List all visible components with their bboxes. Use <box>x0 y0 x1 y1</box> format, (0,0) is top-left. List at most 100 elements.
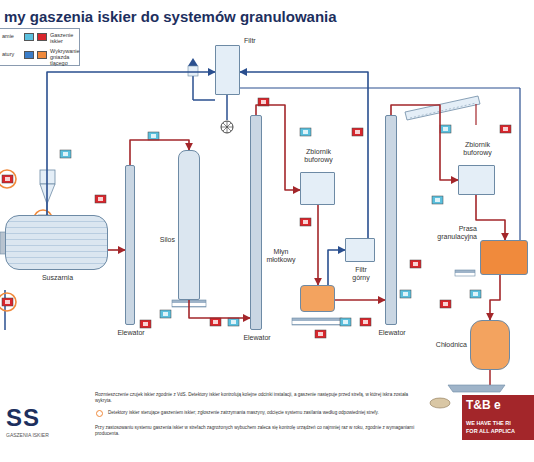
spark-device-icon <box>440 300 451 308</box>
legend-swatch <box>37 51 47 59</box>
spark-device-icon <box>210 318 221 326</box>
spark-device-icon <box>400 290 411 298</box>
spark-device-window <box>5 300 10 304</box>
equipment-label: Prasa granulacyjna <box>427 225 477 241</box>
spark-device-window <box>443 127 448 131</box>
spark-device-icon <box>60 150 71 158</box>
equipment-label: Elewator <box>367 329 417 337</box>
material-flow-connector <box>189 300 250 318</box>
spark-device-window <box>98 197 103 201</box>
material-flow-connector <box>391 105 458 180</box>
legend-swatch <box>37 33 47 41</box>
screw-conveyor <box>172 270 475 325</box>
spark-device-icon <box>2 175 13 183</box>
equipment-label: Chłodnica <box>421 341 467 349</box>
spark-device-icon <box>360 318 371 326</box>
note-text: Detektory iskier sterujące gaszeniem isk… <box>108 410 425 416</box>
material-flow-connector <box>490 275 500 320</box>
material-flow-connector <box>256 105 300 190</box>
spark-device-window <box>5 177 10 181</box>
spark-device-window <box>261 100 266 104</box>
equipment-box: Zbiornik buforowy <box>300 172 335 205</box>
equipment-label: Suszarnia <box>6 274 109 282</box>
spark-device-window <box>343 320 348 324</box>
equipment-label: Elewator <box>106 329 156 337</box>
spark-device-icon <box>160 310 171 318</box>
spark-device-icon <box>300 218 311 226</box>
spark-device-window <box>63 152 68 156</box>
spark-device-window <box>151 134 156 138</box>
diagram-title: my gaszenia iskier do systemów granulowa… <box>4 8 337 25</box>
spark-device-icon <box>95 195 106 203</box>
spark-device-window <box>443 302 448 306</box>
spark-device-icon <box>470 290 481 298</box>
spark-device-window <box>318 332 323 336</box>
equipment-label: Filtr górny <box>346 266 376 282</box>
alarm-ring <box>0 293 16 311</box>
spark-device-icon <box>228 318 239 326</box>
equipment-label: Silos <box>145 236 175 244</box>
note-text: Rozmieszczenie czujek iskier zgodnie z V… <box>95 392 425 403</box>
spark-device-window <box>163 312 168 316</box>
legend-swatch <box>24 51 34 59</box>
equipment-box: Chłodnica <box>470 320 510 370</box>
spark-device-window <box>213 320 218 324</box>
fan <box>221 95 233 133</box>
air-duct-connector <box>328 250 345 285</box>
note-text: Przy zastosowaniu systemu gaszenia iskie… <box>95 425 425 436</box>
material-flow-connector <box>335 299 385 301</box>
material-flow-connector <box>108 249 125 251</box>
spark-device-window <box>413 262 418 266</box>
spark-device-window <box>473 292 478 296</box>
alarm-ring <box>0 170 16 188</box>
legend-text: Gaszenie iskier <box>50 32 78 44</box>
spark-device-icon <box>432 196 443 204</box>
brand-text: FOR ALL APPLICA <box>466 428 532 434</box>
alarm-ring-sample <box>96 410 103 417</box>
legend-text: amie <box>2 33 22 39</box>
equipment-box: Elewator <box>385 115 397 325</box>
logo-text: SS <box>6 404 66 432</box>
equipment-box: Silos <box>178 150 200 300</box>
material-flow-connector <box>476 195 505 240</box>
equipment-box: Filtr <box>215 45 240 95</box>
spark-device-window <box>403 292 408 296</box>
legend-swatch <box>24 33 34 41</box>
equipment-box: Elewator <box>250 115 262 330</box>
legend-text: atury <box>2 51 22 57</box>
equipment-box: Zbiornik buforowy <box>458 165 495 195</box>
equipment-label: Zbiornik buforowy <box>296 148 341 164</box>
legend-text: Wykrywanie gniazda tlącego <box>50 48 79 66</box>
equipment-label: Elewator <box>232 334 282 342</box>
spark-device-window <box>355 130 360 134</box>
material-flow-connector <box>317 205 319 285</box>
spark-device-window <box>231 320 236 324</box>
equipment-label: Filtr <box>244 37 274 45</box>
brand-text: T&B e <box>466 398 530 412</box>
brand-text: WE HAVE THE RI <box>466 420 532 426</box>
spark-device-window <box>143 322 148 326</box>
spark-device-icon <box>140 320 151 328</box>
spark-device-window <box>503 127 508 131</box>
exhaust-stack <box>188 58 215 100</box>
sieve <box>405 96 480 125</box>
air-duct <box>240 88 520 240</box>
spark-device-icon <box>410 260 421 268</box>
spark-device-window <box>303 130 308 134</box>
spark-device-icon <box>440 125 451 133</box>
equipment-box: Suszarnia <box>5 215 108 270</box>
equipment-label: Młyn młotkowy <box>264 248 298 264</box>
equipment-box: Młyn młotkowy <box>300 285 335 312</box>
spark-device-icon <box>2 298 13 306</box>
legend-box: amie Gaszenie iskier atury Wykrywanie gniaz… <box>0 28 80 66</box>
equipment-box: Prasa granulacyjna <box>480 240 528 275</box>
logo-text: GASZENIA ISKIER <box>6 432 86 438</box>
spark-device-icon <box>300 128 311 136</box>
equipment-box: Filtr górny <box>345 238 375 262</box>
spark-device-icon <box>340 318 351 326</box>
spark-device-window <box>303 220 308 224</box>
spark-device-icon <box>500 125 511 133</box>
equipment-box: Elewator <box>125 165 135 325</box>
spark-device-icon <box>315 330 326 338</box>
